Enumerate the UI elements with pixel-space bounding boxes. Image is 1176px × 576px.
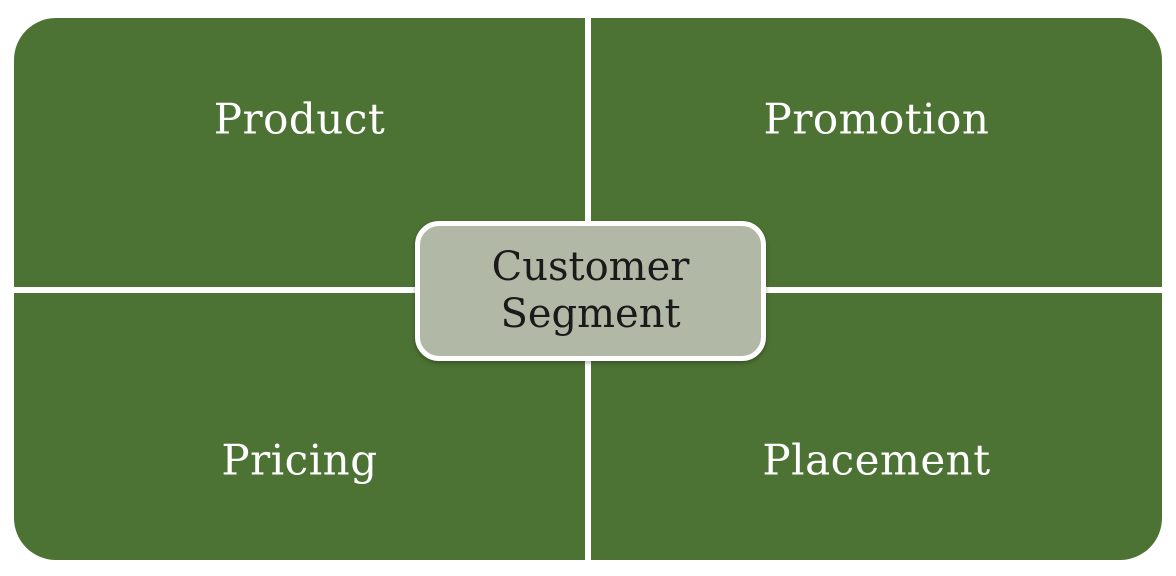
quadrant-placement-label: Placement bbox=[762, 435, 991, 485]
center-node-label: Customer Segment bbox=[491, 243, 690, 337]
center-node-customer-segment: Customer Segment bbox=[415, 221, 766, 361]
quadrant-product-label: Product bbox=[213, 94, 386, 144]
quadrant-promotion-label: Promotion bbox=[763, 94, 990, 144]
quadrant-pricing-label: Pricing bbox=[221, 435, 378, 485]
quadrant-product: Product bbox=[14, 18, 585, 287]
quadrant-pricing: Pricing bbox=[14, 293, 585, 560]
